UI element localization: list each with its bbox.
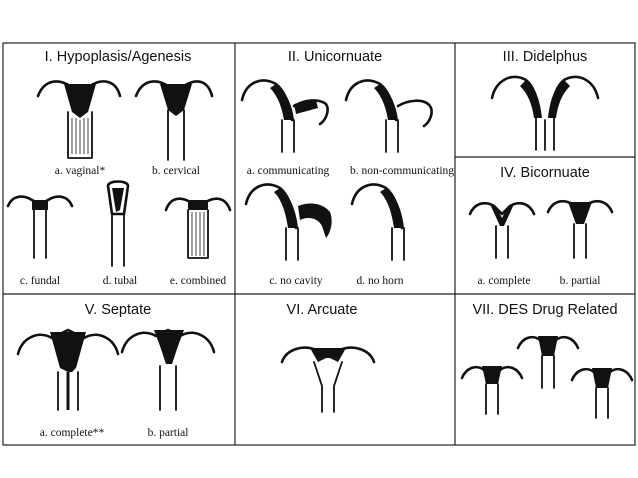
uterus-unicornuate-no-horn xyxy=(350,183,405,261)
panel-arcuate-title: VI. Arcuate xyxy=(287,302,358,318)
caption-combined: e. combined xyxy=(170,275,226,287)
panel-septate-title: V. Septate xyxy=(85,302,151,318)
panel-septate: V. Septate a. complete** b. partial xyxy=(16,302,216,439)
uterus-didelphus xyxy=(490,75,600,151)
uterus-des-center xyxy=(516,335,580,389)
uterus-bicornuate-partial xyxy=(546,199,614,259)
uterus-hypoplasia-tubal xyxy=(106,180,130,267)
panel-didelphus-title: III. Didelphus xyxy=(503,49,588,65)
panel-bicornuate: IV. Bicornuate a. complete b. partial xyxy=(468,165,614,287)
caption-bicornuate-complete: a. complete xyxy=(477,275,530,287)
uterus-bicornuate-complete xyxy=(468,201,536,259)
panel-des-title: VII. DES Drug Related xyxy=(472,302,617,318)
caption-vaginal: a. vaginal* xyxy=(55,165,106,177)
caption-communicating: a. communicating xyxy=(247,165,330,177)
uterus-hypoplasia-cervical xyxy=(134,80,214,161)
uterus-septate-partial xyxy=(120,328,216,411)
grid-lines xyxy=(2,42,636,446)
caption-no-cavity: c. no cavity xyxy=(269,275,323,287)
uterus-septate-complete xyxy=(16,328,120,411)
caption-bicornuate-partial: b. partial xyxy=(560,275,601,287)
uterus-unicornuate-communicating xyxy=(240,79,329,153)
caption-non-communicating: b. non-communicating xyxy=(350,165,454,177)
caption-fundal: c. fundal xyxy=(20,275,60,287)
uterus-des-right xyxy=(570,367,634,419)
panel-hypoplasia-title: I. Hypoplasis/Agenesis xyxy=(45,49,192,65)
panel-unicornuate: II. Unicornuate a. communicating b. non-… xyxy=(240,49,454,287)
panel-des: VII. DES Drug Related xyxy=(460,302,634,419)
caption-septate-complete: a. complete** xyxy=(40,427,105,439)
caption-cervical: b. cervical xyxy=(152,165,200,177)
uterus-hypoplasia-vaginal xyxy=(36,80,122,159)
uterus-hypoplasia-combined xyxy=(164,197,232,259)
uterus-hypoplasia-fundal xyxy=(6,195,74,259)
uterus-unicornuate-no-cavity xyxy=(244,183,332,261)
caption-tubal: d. tubal xyxy=(103,275,138,287)
caption-septate-partial: b. partial xyxy=(148,427,189,439)
panel-didelphus: III. Didelphus xyxy=(490,49,600,151)
uterus-unicornuate-non-communicating xyxy=(344,79,433,153)
caption-no-horn: d. no horn xyxy=(357,275,404,287)
panel-bicornuate-title: IV. Bicornuate xyxy=(500,165,590,181)
uterus-arcuate xyxy=(280,346,376,413)
uterus-des-left xyxy=(460,365,524,415)
panel-hypoplasia: I. Hypoplasis/Agenesis a. vaginal* b. ce… xyxy=(6,49,232,287)
panel-unicornuate-title: II. Unicornuate xyxy=(288,49,382,65)
panel-arcuate: VI. Arcuate xyxy=(280,302,376,413)
